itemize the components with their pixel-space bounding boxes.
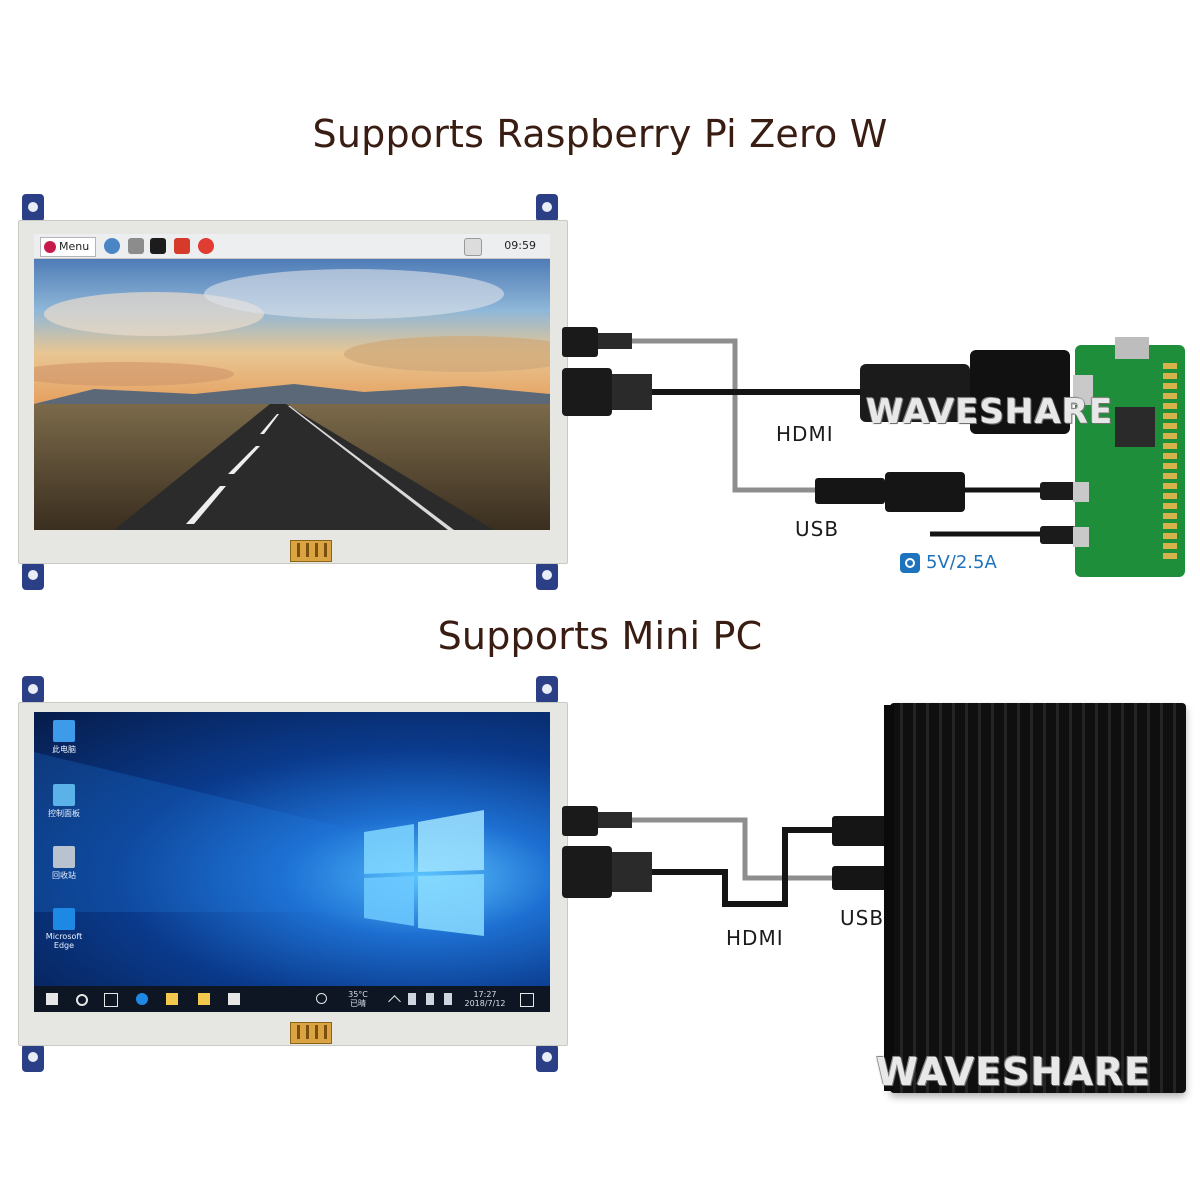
network-icon[interactable] [464,238,482,256]
usb-label-top: USB [795,517,840,541]
mini-pc-case [890,703,1186,1093]
soc-chip [1115,407,1155,447]
sd-card-slot [1115,337,1149,359]
watermark-bottom: WAVESHARE [876,1050,1152,1094]
mount-ear [22,1044,44,1072]
power-spec-badge: 5V/2.5A [900,552,997,573]
desktop-icon-this-pc[interactable]: 此电脑 [44,720,84,755]
volume-icon[interactable] [426,993,434,1005]
desktop-icon-control-panel[interactable]: 控制面板 [44,784,84,819]
store-icon[interactable] [198,993,210,1005]
power-icon [900,552,920,573]
taskbar-clock: 09:59 [504,239,536,252]
browser-icon[interactable] [104,238,120,254]
mini-pc-front-panel [884,705,894,1091]
cable-diagram-top [562,327,1076,544]
desktop-icon-recycle-bin[interactable]: 回收站 [44,846,84,881]
file-explorer-icon[interactable] [166,993,178,1005]
windows-desktop: 此电脑 控制面板 回收站 Microsoft Edge 35°C 已晴 [34,712,550,1012]
wolfram-icon[interactable] [198,238,214,254]
raspbian-taskbar: Menu 09:59 [34,234,550,259]
raspberry-pi-zero-w-board [1073,337,1185,577]
lcd-display-bottom: 此电脑 控制面板 回收站 Microsoft Edge 35°C 已晴 [14,672,574,1077]
task-view-icon[interactable] [104,993,118,1007]
mini-hdmi-port [1073,375,1093,405]
usb-label-bottom: USB [840,906,885,930]
micro-usb-port [1073,482,1089,502]
ime-icon[interactable] [444,993,452,1005]
mount-ear [22,194,44,222]
hdmi-label-bottom: HDMI [726,926,784,950]
menu-label: Menu [59,240,90,253]
tray-temperature: 35°C [348,990,368,999]
hdmi-label-top: HDMI [776,422,834,446]
mount-ear [22,562,44,590]
computer-icon [53,720,75,742]
weather-tray[interactable]: 35°C 已晴 [340,990,376,1008]
power-spec-label: 5V/2.5A [926,552,997,573]
gpio-header [1163,363,1177,563]
raspbian-menu-button[interactable]: Menu [40,237,96,257]
tray-weather: 已晴 [350,999,366,1008]
desktop-icon-edge[interactable]: Microsoft Edge [44,908,84,950]
tray-time: 17:27 [473,990,497,999]
section-title-mini-pc: Supports Mini PC [437,614,763,658]
mail-icon[interactable] [228,993,240,1005]
watermark-top: WAVESHARE [866,392,1114,432]
tray-date: 2018/7/12 [464,999,506,1008]
notification-icon[interactable] [520,993,534,1007]
road-wallpaper [34,234,550,530]
ffc-connector [290,540,332,562]
windows-taskbar: 35°C 已晴 17:27 2018/7/12 [34,986,550,1012]
mount-ear [536,194,558,222]
start-icon[interactable] [46,993,58,1005]
section-title-raspberry-pi: Supports Raspberry Pi Zero W [312,112,888,156]
edge-taskbar-icon[interactable] [136,993,148,1005]
ffc-connector [290,1022,332,1044]
mathematica-icon[interactable] [174,238,190,254]
windows-logo-wallpaper [34,752,484,936]
raspbian-desktop: Menu 09:59 [34,234,550,530]
control-panel-icon [53,784,75,806]
mount-ear [536,676,558,704]
edge-icon [53,908,75,930]
people-icon[interactable] [316,993,327,1004]
mount-ear [22,676,44,704]
mount-ear [536,1044,558,1072]
micro-usb-power-port [1073,527,1089,547]
recycle-bin-icon [53,846,75,868]
network-icon[interactable] [408,993,416,1005]
search-icon[interactable] [76,994,88,1006]
cable-diagram-bottom [562,806,888,907]
mount-ear [536,562,558,590]
tray-clock[interactable]: 17:27 2018/7/12 [460,990,510,1008]
file-manager-icon[interactable] [128,238,144,254]
terminal-icon[interactable] [150,238,166,254]
raspberry-icon [44,241,56,253]
lcd-display-top: Menu 09:59 [14,190,574,595]
